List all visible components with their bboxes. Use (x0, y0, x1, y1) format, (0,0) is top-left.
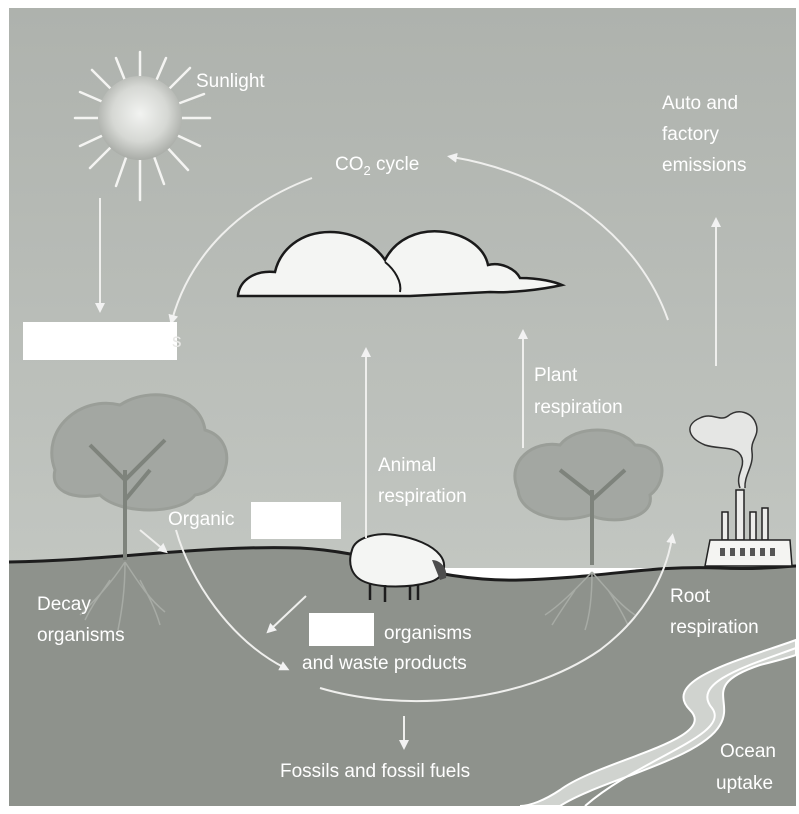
decay-organisms-label-line1: Decay (37, 591, 91, 618)
plant-respiration-label-line2: respiration (534, 394, 623, 421)
blank-box-organic (251, 502, 341, 539)
decay-organisms-label-line2: organisms (37, 622, 125, 649)
root-respiration-label-line2: respiration (670, 614, 759, 641)
waste-products-label: and waste products (302, 650, 467, 677)
auto-emissions-label-line3: emissions (662, 152, 746, 179)
sunlight-label: Sunlight (196, 68, 265, 95)
co2-cycle-label: CO2 cycle (335, 154, 419, 178)
ocean-uptake-label-line1: Ocean (720, 738, 776, 765)
plant-respiration-label-line1: Plant (534, 362, 577, 389)
organic-label: Organic (168, 506, 235, 533)
blank-box-left-suffix: s (172, 328, 182, 355)
fossils-label: Fossils and fossil fuels (280, 758, 470, 785)
ocean-uptake-label-line2: uptake (716, 770, 773, 797)
auto-emissions-label-line2: factory (662, 121, 719, 148)
root-respiration-label-line1: Root (670, 583, 710, 610)
animal-respiration-label-line2: respiration (378, 483, 467, 510)
organisms-label: organisms (384, 620, 472, 647)
animal-respiration-label-line1: Animal (378, 452, 436, 479)
blank-box-left (23, 322, 177, 360)
blank-box-organisms (309, 613, 374, 646)
auto-emissions-label-line1: Auto and (662, 90, 738, 117)
